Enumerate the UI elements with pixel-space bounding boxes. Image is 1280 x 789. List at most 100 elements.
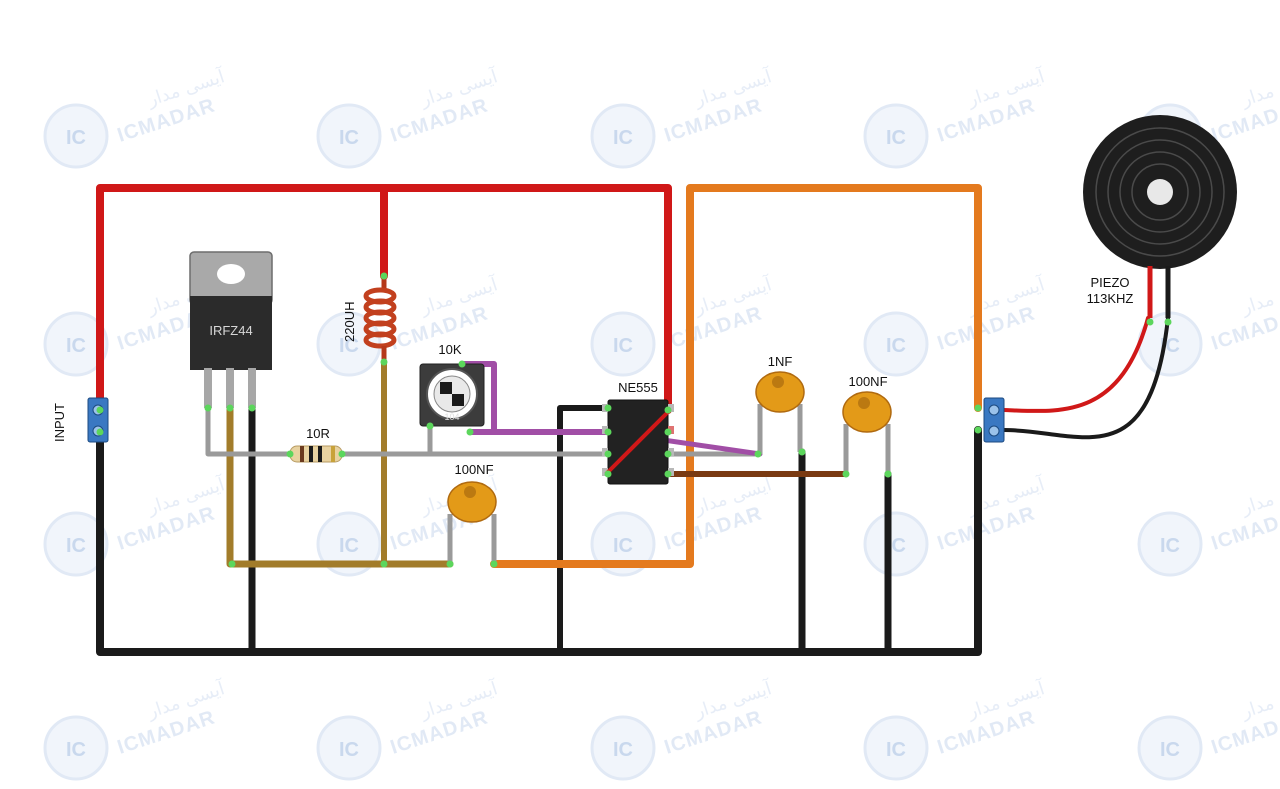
watermark-logo-text: IC xyxy=(613,335,633,357)
ic-logo-icon xyxy=(863,511,929,577)
ic-logo-icon xyxy=(590,103,656,169)
node-dot xyxy=(446,560,454,568)
red-wire-piezo xyxy=(1002,316,1150,413)
node-dot xyxy=(1146,318,1154,326)
pot-label: 10K xyxy=(438,342,461,357)
node-dot xyxy=(604,404,612,412)
node-dot xyxy=(798,448,806,456)
watermark-logo-text: IC xyxy=(66,535,86,557)
ceramic-capacitor-icon xyxy=(447,481,497,564)
node-dot xyxy=(204,404,212,412)
ceramic-capacitor-icon xyxy=(755,371,805,454)
mosfet-label: IRFZ44 xyxy=(209,323,252,338)
piezo-label-line2: 113KHZ xyxy=(1087,291,1134,306)
ic-logo-icon xyxy=(863,715,929,781)
ic-logo-icon xyxy=(43,311,109,377)
node-dot xyxy=(490,560,498,568)
node-dot xyxy=(338,450,346,458)
node-dot xyxy=(664,450,672,458)
node-dot xyxy=(1164,318,1172,326)
watermark-logo-text: IC xyxy=(886,335,906,357)
node-dot xyxy=(380,560,388,568)
watermark-logo-text: IC xyxy=(1160,535,1180,557)
resistor-icon xyxy=(289,445,343,463)
ic-logo-icon xyxy=(43,715,109,781)
watermark-logo-text: IC xyxy=(66,335,86,357)
node-dot xyxy=(884,470,892,478)
node-dot xyxy=(226,404,234,412)
ic-logo-icon xyxy=(43,103,109,169)
node-dot xyxy=(426,422,434,430)
ic-logo-icon xyxy=(316,511,382,577)
cap-100nf-ctrl-label: 100NF xyxy=(848,374,887,389)
cap-1nf-label: 1NF xyxy=(768,354,793,369)
wires xyxy=(96,184,1170,656)
node-dot xyxy=(754,450,762,458)
node-dot xyxy=(604,450,612,458)
watermark-logo-text: IC xyxy=(66,127,86,149)
watermark-logo-text: IC xyxy=(339,739,359,761)
resistor-10r: 10R xyxy=(289,426,343,463)
node-dot xyxy=(604,470,612,478)
mosfet-irfz44: IRFZ44 xyxy=(189,251,273,408)
node-dot xyxy=(466,428,474,436)
ic-logo-icon xyxy=(863,311,929,377)
ic-logo-icon xyxy=(590,511,656,577)
piezo-label-line1: PIEZO xyxy=(1090,275,1129,290)
ic-logo-icon xyxy=(1137,511,1203,577)
ic-logo-icon xyxy=(43,511,109,577)
node-dot xyxy=(458,360,466,368)
watermark-logo-text: IC xyxy=(613,739,633,761)
ic-ne555: NE555 xyxy=(602,380,674,485)
ic-logo-icon xyxy=(316,103,382,169)
node-dot xyxy=(96,428,104,436)
orange-wire-output xyxy=(490,184,982,568)
ic-logo-icon xyxy=(590,715,656,781)
ic-logo-icon xyxy=(1137,715,1203,781)
node-dot xyxy=(664,470,672,478)
piezo-buzzer-icon xyxy=(1083,115,1237,318)
input-label: INPUT xyxy=(52,403,67,442)
gray-wire-gate xyxy=(205,405,293,457)
node-dot xyxy=(974,426,982,434)
watermark-logo-text: IC xyxy=(886,127,906,149)
node-dot xyxy=(664,406,672,414)
connection-nodes xyxy=(96,272,1172,568)
watermark-logo-text: IC xyxy=(339,127,359,149)
ic-logo-icon xyxy=(590,311,656,377)
watermark-logo-text: IC xyxy=(886,739,906,761)
ceramic-capacitor-icon xyxy=(842,391,892,474)
node-dot xyxy=(380,272,388,280)
node-dot xyxy=(380,358,388,366)
ic-label: NE555 xyxy=(618,380,658,395)
capacitor-100nf-ctrl: 100NF xyxy=(842,374,892,474)
watermark-logo-text: IC xyxy=(1160,739,1180,761)
watermark-logo-text: IC xyxy=(613,127,633,149)
output-terminal xyxy=(983,397,1005,443)
node-dot xyxy=(842,470,850,478)
capacitor-1nf: 1NF xyxy=(755,354,805,454)
pot-code: 104 xyxy=(444,412,459,422)
node-dot xyxy=(974,404,982,412)
ic-logo-icon xyxy=(863,103,929,169)
capacitor-100nf-bottom: 100NF xyxy=(447,462,497,564)
trimmer-pot-icon xyxy=(419,363,485,427)
black-wire-piezo xyxy=(1002,316,1170,440)
piezo-buzzer: PIEZO 113KHZ xyxy=(1083,115,1237,318)
black-wire-ground-rail xyxy=(96,426,982,656)
